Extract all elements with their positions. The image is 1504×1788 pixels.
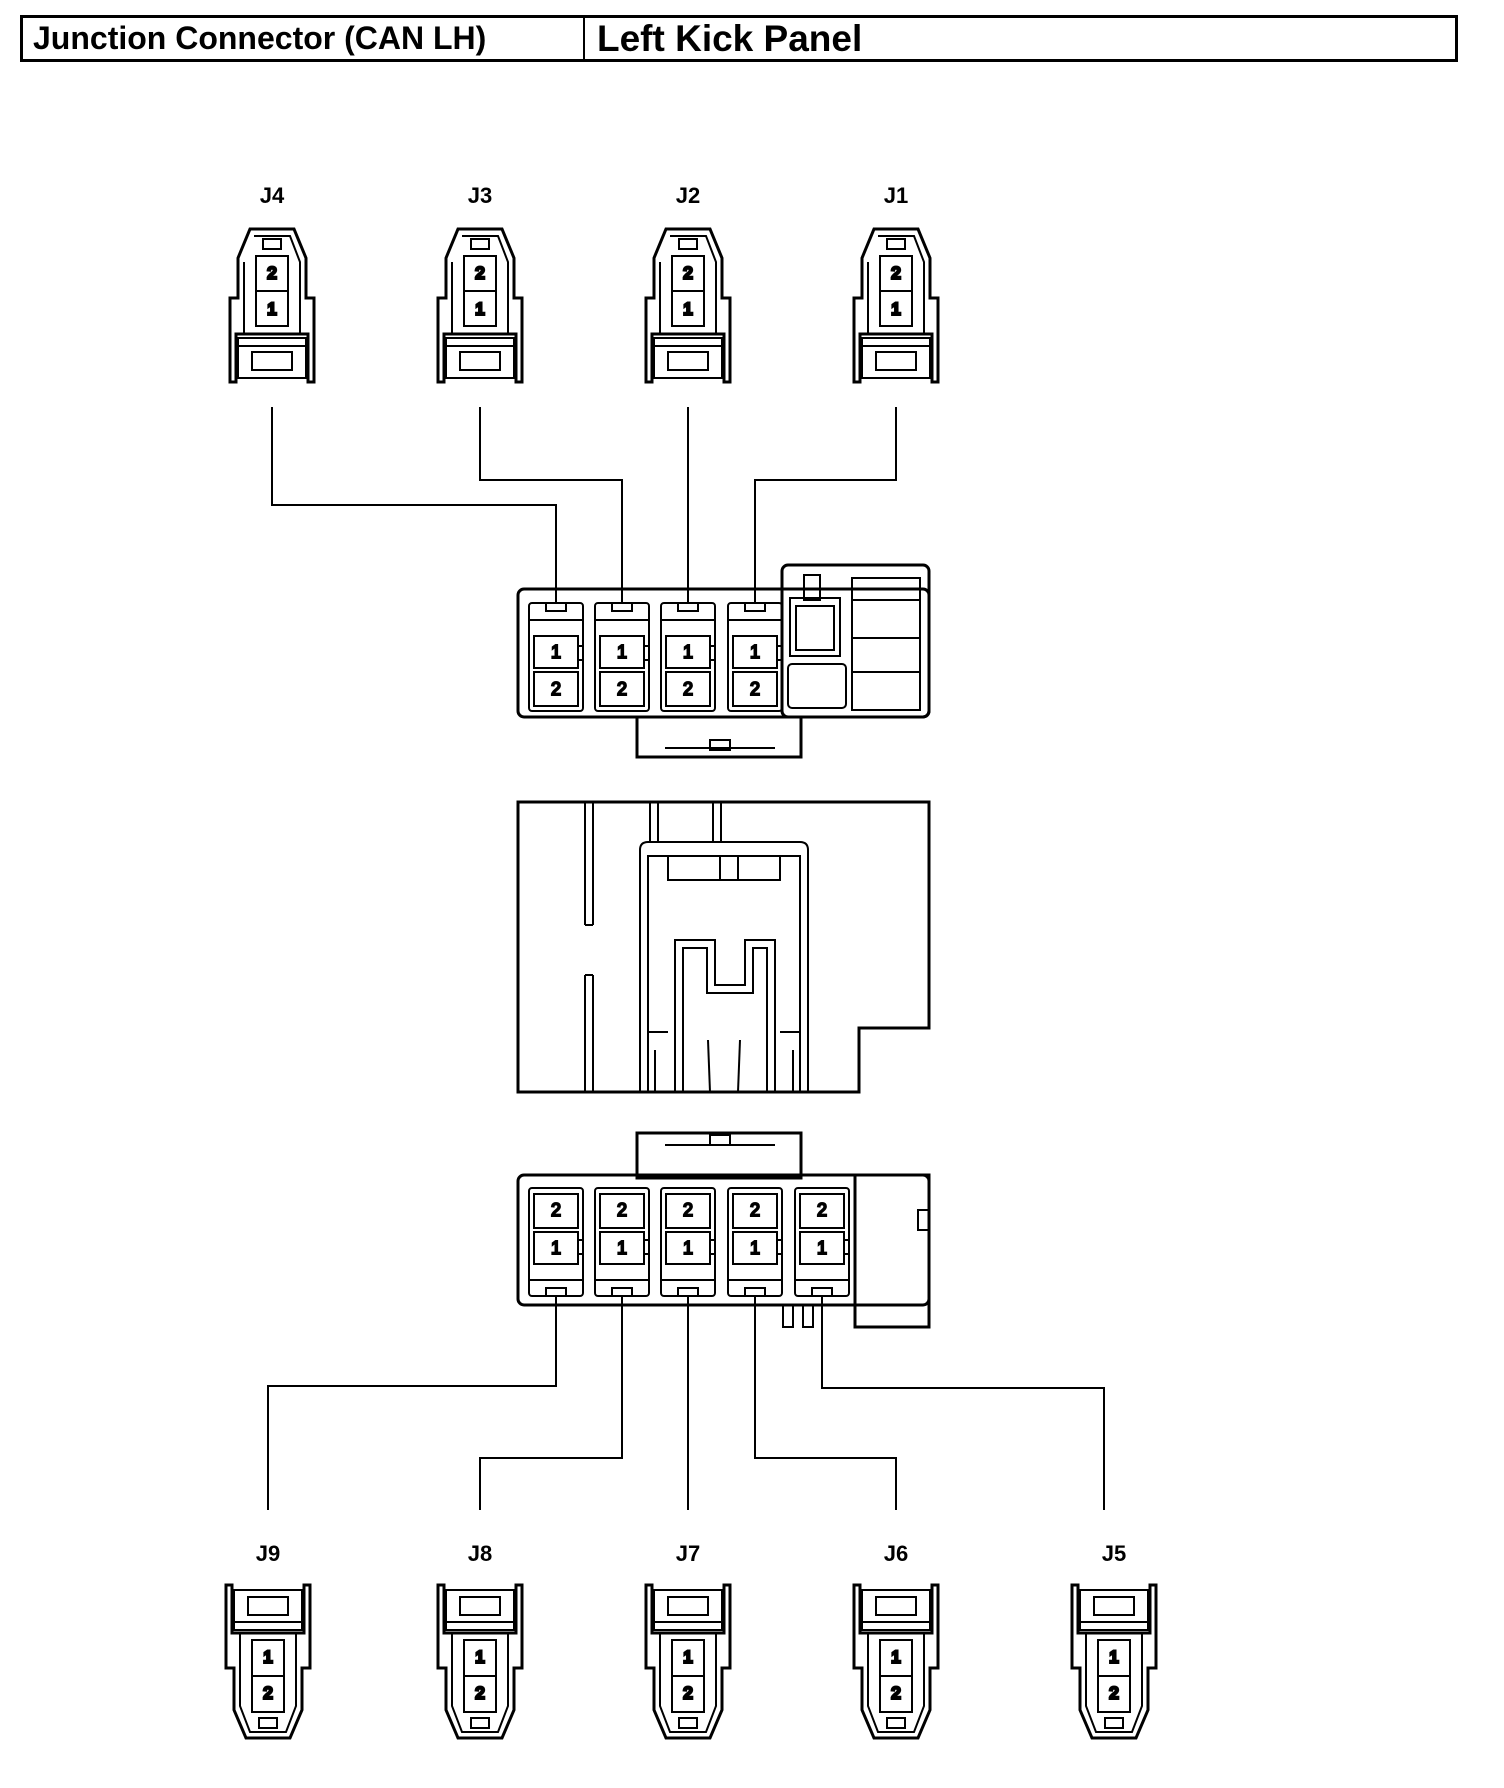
lower-cavity: 21 xyxy=(594,1187,650,1297)
plug-label-j6: J6 xyxy=(884,1541,908,1566)
pin-number: 1 xyxy=(617,642,627,662)
pin-number: 1 xyxy=(891,1647,900,1666)
plug-j1: 21 xyxy=(852,227,940,384)
pin-number: 1 xyxy=(683,1238,693,1258)
pin-number: 1 xyxy=(263,1647,272,1666)
pin-number: 2 xyxy=(891,263,900,282)
plug-label-j3: J3 xyxy=(468,183,492,208)
pin-number: 1 xyxy=(475,299,484,318)
pin-number: 1 xyxy=(267,299,276,318)
pin-number: 2 xyxy=(475,1683,484,1702)
wire xyxy=(754,407,897,603)
pin-number: 2 xyxy=(817,1200,827,1220)
pin-number: 1 xyxy=(750,642,760,662)
plug-j2: 21 xyxy=(644,227,732,384)
pin-number: 2 xyxy=(263,1683,272,1702)
pin-number: 2 xyxy=(551,679,561,699)
wire xyxy=(821,1296,1105,1510)
upper-cavity: 12 xyxy=(727,602,783,712)
pin-number: 2 xyxy=(1109,1683,1118,1702)
wires xyxy=(267,407,1105,1510)
pin-number: 1 xyxy=(683,299,692,318)
top-plug-labels: J4 J3 J2 J1 xyxy=(260,183,908,208)
plug-j7: 12 xyxy=(644,1583,732,1740)
lower-cavity: 21 xyxy=(660,1187,716,1297)
lower-cavity: 21 xyxy=(794,1187,850,1297)
plug-j4: 21 xyxy=(228,227,316,384)
upper-cavity: 12 xyxy=(594,602,650,712)
pin-number: 2 xyxy=(750,679,760,699)
pin-number: 1 xyxy=(891,299,900,318)
pin-number: 2 xyxy=(750,1200,760,1220)
plug-label-j7: J7 xyxy=(676,1541,700,1566)
pin-number: 2 xyxy=(891,1683,900,1702)
pin-number: 2 xyxy=(683,263,692,282)
pin-number: 2 xyxy=(683,1200,693,1220)
pin-number: 1 xyxy=(817,1238,827,1258)
pin-number: 1 xyxy=(475,1647,484,1666)
pin-number: 1 xyxy=(1109,1647,1118,1666)
pin-number: 1 xyxy=(683,1647,692,1666)
pin-number: 1 xyxy=(617,1238,627,1258)
lower-cavity: 21 xyxy=(727,1187,783,1297)
plug-j9: 12 xyxy=(224,1583,312,1740)
header-bar: Junction Connector (CAN LH) Left Kick Pa… xyxy=(20,15,1458,62)
upper-cavity: 12 xyxy=(528,602,584,712)
plug-label-j9: J9 xyxy=(256,1541,280,1566)
plug-label-j8: J8 xyxy=(468,1541,492,1566)
wire xyxy=(271,407,557,603)
pin-number: 1 xyxy=(750,1238,760,1258)
wire xyxy=(479,1296,623,1510)
middle-housing xyxy=(516,800,931,1094)
pin-number: 2 xyxy=(617,1200,627,1220)
lower-cavity: 21 xyxy=(528,1187,584,1297)
plug-j5: 12 xyxy=(1070,1583,1158,1740)
plug-label-j2: J2 xyxy=(676,183,700,208)
pin-number: 2 xyxy=(475,263,484,282)
upper-cavity: 12 xyxy=(660,602,716,712)
wire xyxy=(479,407,623,603)
plug-label-j5: J5 xyxy=(1102,1541,1126,1566)
plug-j8: 12 xyxy=(436,1583,524,1740)
bottom-plug-labels: J9 J8 J7 J6 J5 xyxy=(256,1541,1126,1566)
pin-number: 1 xyxy=(683,642,693,662)
lower-junction-block xyxy=(516,1131,931,1329)
pin-number: 2 xyxy=(617,679,627,699)
plug-j3: 21 xyxy=(436,227,524,384)
pin-number: 1 xyxy=(551,642,561,662)
pin-number: 2 xyxy=(683,679,693,699)
pin-number: 2 xyxy=(683,1683,692,1702)
pin-number: 1 xyxy=(551,1238,561,1258)
plug-j6: 12 xyxy=(852,1583,940,1740)
plug-label-j1: J1 xyxy=(884,183,908,208)
connector-name: Junction Connector (CAN LH) xyxy=(23,18,585,59)
connector-location: Left Kick Panel xyxy=(597,17,863,59)
plug-label-j4: J4 xyxy=(260,183,285,208)
wire xyxy=(754,1296,897,1510)
pin-number: 2 xyxy=(551,1200,561,1220)
pin-number: 2 xyxy=(267,263,276,282)
wire xyxy=(267,1296,557,1510)
